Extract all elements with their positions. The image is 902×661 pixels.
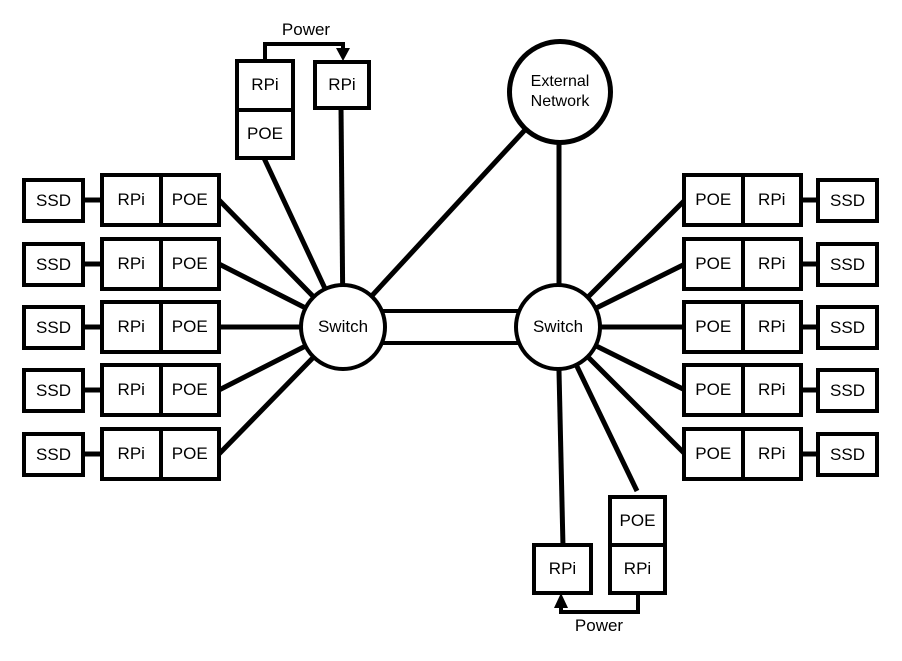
poe-rpi-block: POE RPi — [682, 427, 803, 481]
poe-cell: POE — [695, 190, 732, 209]
rpi-cell: RPi — [117, 444, 145, 463]
rpi-box-bottom-standalone: RPi — [532, 543, 593, 595]
power-label-top: Power — [281, 20, 331, 39]
external-network-node: External Network — [507, 39, 613, 145]
power-bracket-bottom — [559, 592, 640, 614]
rpi-poe-block: RPi POE — [100, 427, 221, 481]
poe-rpi-block: POE RPi — [682, 173, 803, 227]
poe-rpi-block: POE RPi — [682, 237, 803, 291]
rpi-cell: RPi — [117, 190, 145, 209]
poe-rpi-block: POE RPi — [682, 300, 803, 354]
ssd-box: SSD — [22, 368, 85, 413]
poe-cell: POE — [158, 177, 218, 223]
poe-cell: POE — [158, 304, 218, 350]
switch-left-label: Switch — [317, 317, 369, 336]
power-bracket-top — [263, 42, 345, 62]
rpi-cell: RPi — [117, 254, 145, 273]
poe-cell: POE — [695, 444, 732, 463]
rpi-poe-stack-top: RPi POE — [235, 59, 295, 160]
rpi-box-top-standalone: RPi — [313, 60, 371, 110]
ssd-box: SSD — [22, 242, 85, 287]
ssd-box: SSD — [816, 432, 879, 477]
rpi-cell: RPi — [740, 177, 800, 223]
ssd-box: SSD — [816, 305, 879, 350]
rpi-cell: RPi — [612, 543, 663, 591]
ssd-box: SSD — [816, 242, 879, 287]
ssd-box: SSD — [816, 368, 879, 413]
rpi-cell: RPi — [740, 241, 800, 287]
external-network-label: External Network — [530, 73, 590, 110]
poe-rpi-block: POE RPi — [682, 363, 803, 417]
switch-right-node: Switch — [514, 283, 602, 371]
switch-right-label: Switch — [532, 317, 584, 336]
ssd-box: SSD — [22, 178, 85, 223]
rpi-poe-block: RPi POE — [100, 363, 221, 417]
rpi-poe-block: RPi POE — [100, 300, 221, 354]
poe-cell: POE — [619, 511, 656, 530]
rpi-cell: RPi — [251, 75, 279, 95]
rpi-cell: RPi — [740, 304, 800, 350]
poe-cell: POE — [239, 107, 291, 157]
switch-left-node: Switch — [299, 283, 387, 371]
ssd-box: SSD — [22, 305, 85, 350]
poe-cell: POE — [158, 241, 218, 287]
power-arrowhead-bottom — [554, 593, 568, 608]
rpi-cell: RPi — [740, 367, 800, 413]
poe-cell: POE — [695, 380, 732, 399]
rpi-cell: RPi — [740, 431, 800, 477]
poe-cell: POE — [695, 254, 732, 273]
poe-cell: POE — [158, 431, 218, 477]
poe-rpi-stack-bottom: POE RPi — [608, 495, 667, 595]
ssd-box: SSD — [816, 178, 879, 223]
ssd-box: SSD — [22, 432, 85, 477]
rpi-cell: RPi — [117, 317, 145, 336]
poe-cell: POE — [695, 317, 732, 336]
poe-cell: POE — [158, 367, 218, 413]
rpi-poe-block: RPi POE — [100, 237, 221, 291]
power-label-bottom: Power — [574, 616, 624, 635]
rpi-poe-block: RPi POE — [100, 173, 221, 227]
rpi-cell: RPi — [117, 380, 145, 399]
power-arrowhead-top — [336, 48, 350, 61]
